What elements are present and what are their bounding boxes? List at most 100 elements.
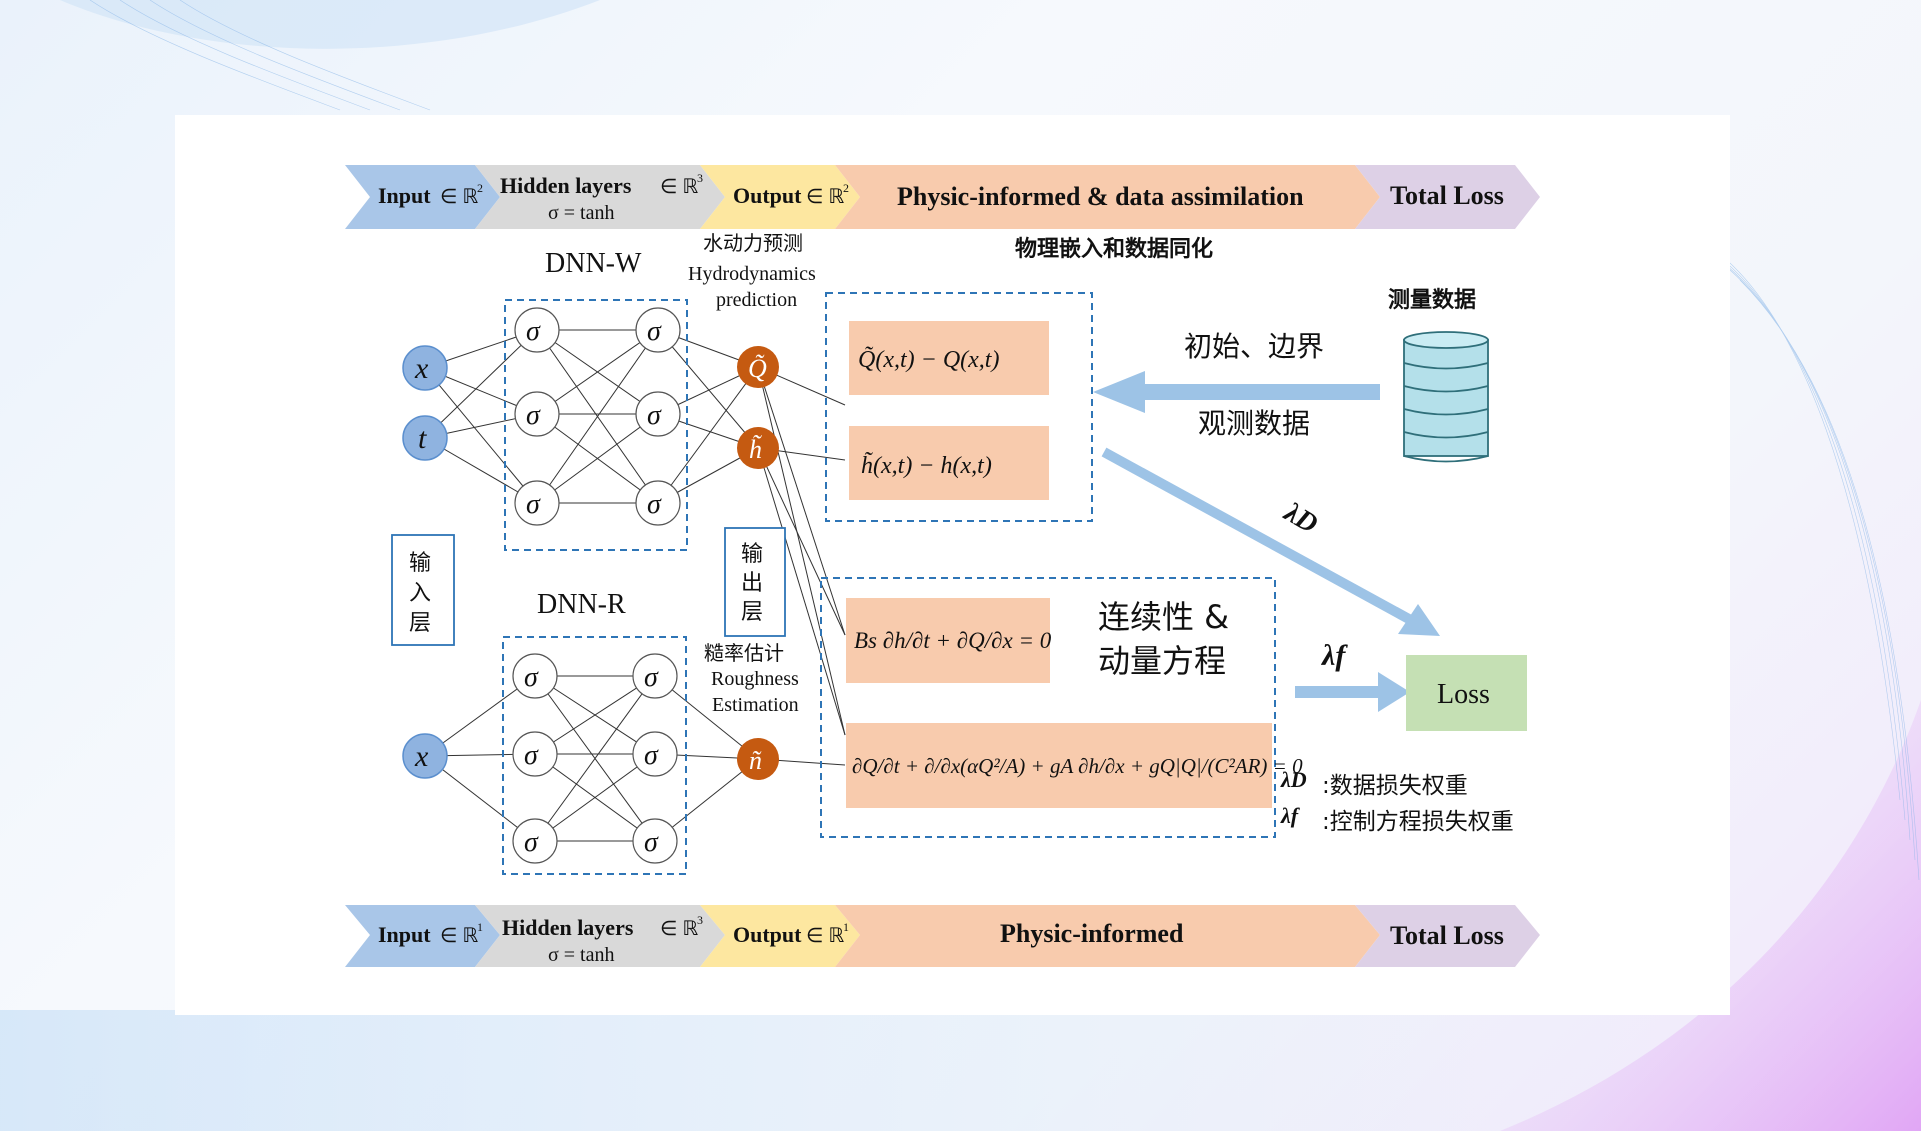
top-input-space: ∈ ℝ <box>440 186 478 208</box>
dnn-w-caption-cn: 水动力预测 <box>703 231 803 255</box>
dnn-w-neuron-label: σ <box>647 489 662 520</box>
input-layer-label-char: 入 <box>409 581 431 606</box>
dnn-r-title: DNN-R <box>537 589 626 620</box>
data-source-label-top: 初始、边界 <box>1184 330 1324 363</box>
bottom-input-label: Input <box>378 922 431 947</box>
dnn-w-caption-en-2: prediction <box>716 289 797 311</box>
dnn-w-neuron-label: σ <box>526 400 541 431</box>
top-output-dim: 2 <box>843 181 849 195</box>
lambda-f-arrow-label: λf <box>1320 639 1348 672</box>
dnn-r-input-node-x <box>402 733 448 779</box>
data-source-label-bottom: 观测数据 <box>1198 407 1310 440</box>
output-layer-label-box <box>724 527 786 637</box>
top-hidden-label: Hidden layers <box>500 173 632 198</box>
dnn-w-neuron <box>635 480 681 526</box>
bottom-input-space: ∈ ℝ <box>440 925 478 947</box>
lambda-d-legend-desc: :数据损失权重 <box>1322 773 1468 799</box>
momentum-eq-text: ∂Q/∂t + ∂/∂x(αQ²/A) + gA ∂h/∂x + gQ|Q|/(… <box>852 754 1303 778</box>
dnn-r-neuron <box>632 653 678 699</box>
dnn-w-neuron-label: σ <box>526 489 541 520</box>
dnn-w-title: DNN-W <box>545 248 642 279</box>
input-arrow-top <box>345 165 500 229</box>
bottom-banner: Input ∈ ℝ 1 Hidden layers ∈ ℝ 3 σ = tanh… <box>345 905 1540 967</box>
dnn-w-neuron-label: σ <box>647 316 662 347</box>
top-banner: Input ∈ ℝ 2 Hidden layers ∈ ℝ 3 σ = tanh… <box>345 165 1540 229</box>
top-hidden-activation: σ = tanh <box>548 202 615 224</box>
hidden-arrow-bottom <box>475 905 725 967</box>
dnn-r-input-x-label: x <box>414 740 429 773</box>
bottom-output-space: ∈ ℝ <box>806 925 844 947</box>
dnn-r-output-n-label: ñ <box>749 746 762 775</box>
input-layer-label-box <box>391 534 455 646</box>
h-residual-text: h̃(x,t) − h(x,t) <box>861 451 992 479</box>
dnn-r-neuron <box>512 818 558 864</box>
bottom-hidden-dim: 3 <box>697 913 703 927</box>
dnn-w-neuron <box>514 307 560 353</box>
continuity-eq-text: Bs ∂h/∂t + ∂Q/∂x = 0 <box>854 628 1052 653</box>
dnn-w-output-q-label: Q̃ <box>748 354 767 383</box>
top-output-label: Output <box>733 183 802 208</box>
top-loss-label: Total Loss <box>1390 181 1504 210</box>
dnn-w-output-node-q <box>737 346 779 388</box>
dnn-r-hidden-frame <box>502 636 687 875</box>
dnn-w-hidden-neurons: σ σ σ σ σ σ <box>514 307 681 526</box>
bottom-hidden-activation: σ = tanh <box>548 944 615 966</box>
physics-arrow-bottom <box>835 905 1380 967</box>
lambda-f-legend-symbol: λf <box>1280 803 1301 828</box>
top-physics-label: Physic-informed & data assimilation <box>897 182 1304 211</box>
dnn-r-neuron <box>632 731 678 777</box>
input-layer-label-char: 输 <box>409 551 431 576</box>
q-residual-box <box>849 321 1049 395</box>
dnn-w-input-x-label: x <box>414 352 429 385</box>
database-body <box>1403 339 1489 457</box>
equation-to-loss-arrow <box>1295 672 1410 712</box>
equation-residual-frame <box>820 577 1276 838</box>
dnn-w-neuron <box>514 391 560 437</box>
dnn-w-neuron-label: σ <box>647 400 662 431</box>
output-arrow-top <box>700 165 860 229</box>
dnn-r-neuron-label: σ <box>524 740 539 771</box>
data-source-title: 测量数据 <box>1388 287 1476 313</box>
equations-label-line-1: 连续性 & <box>1098 598 1229 636</box>
hidden-arrow-top <box>475 165 725 229</box>
data-residual-frame <box>825 292 1093 522</box>
bottom-output-label: Output <box>733 922 802 947</box>
dnn-r-neuron-label: σ <box>524 827 539 858</box>
output-layer-label-char: 输 <box>741 542 763 567</box>
database-top <box>1403 331 1489 349</box>
dnn-r-caption-en-1: Roughness <box>711 668 799 690</box>
input-arrow-bottom <box>345 905 500 967</box>
momentum-eq-box <box>846 723 1272 808</box>
top-output-space: ∈ ℝ <box>806 186 844 208</box>
dnn-r-neuron <box>512 731 558 777</box>
dnn-r-neuron-label: σ <box>644 740 659 771</box>
loss-arrow-bottom <box>1355 905 1540 967</box>
equations-label-line-2: 动量方程 <box>1098 642 1226 680</box>
output-layer-label-char: 出 <box>741 571 763 596</box>
dnn-w-hidden-frame <box>504 299 688 551</box>
bottom-loss-label: Total Loss <box>1390 921 1504 950</box>
dnn-r-neuron <box>632 818 678 864</box>
dnn-w-input-node-x <box>402 345 448 391</box>
bottom-input-dim: 1 <box>477 920 483 934</box>
dnn-w-neuron-label: σ <box>526 316 541 347</box>
data-to-loss-arrowhead <box>1398 604 1440 636</box>
lambda-d-legend-symbol: λD <box>1280 767 1307 792</box>
loss-arrow-top <box>1355 165 1540 229</box>
dnn-w-neuron <box>635 307 681 353</box>
bottom-hidden-space: ∈ ℝ <box>660 918 698 940</box>
dnn-r-hidden-neurons: σ σ σ σ σ σ <box>512 653 678 864</box>
physics-title-cn: 物理嵌入和数据同化 <box>1015 236 1213 262</box>
bottom-output-dim: 1 <box>843 920 849 934</box>
dnn-r-neuron <box>512 653 558 699</box>
dnn-r-neuron-label: σ <box>644 662 659 693</box>
dnn-r-output-node-n <box>737 738 779 780</box>
dnn-r-neuron-label: σ <box>524 662 539 693</box>
output-layer-label-char: 层 <box>741 600 763 625</box>
top-input-label: Input <box>378 183 431 208</box>
top-hidden-dim: 3 <box>697 171 703 185</box>
dnn-r-caption-cn: 糙率估计 <box>704 641 784 665</box>
dnn-w-output-node-h <box>737 427 779 469</box>
